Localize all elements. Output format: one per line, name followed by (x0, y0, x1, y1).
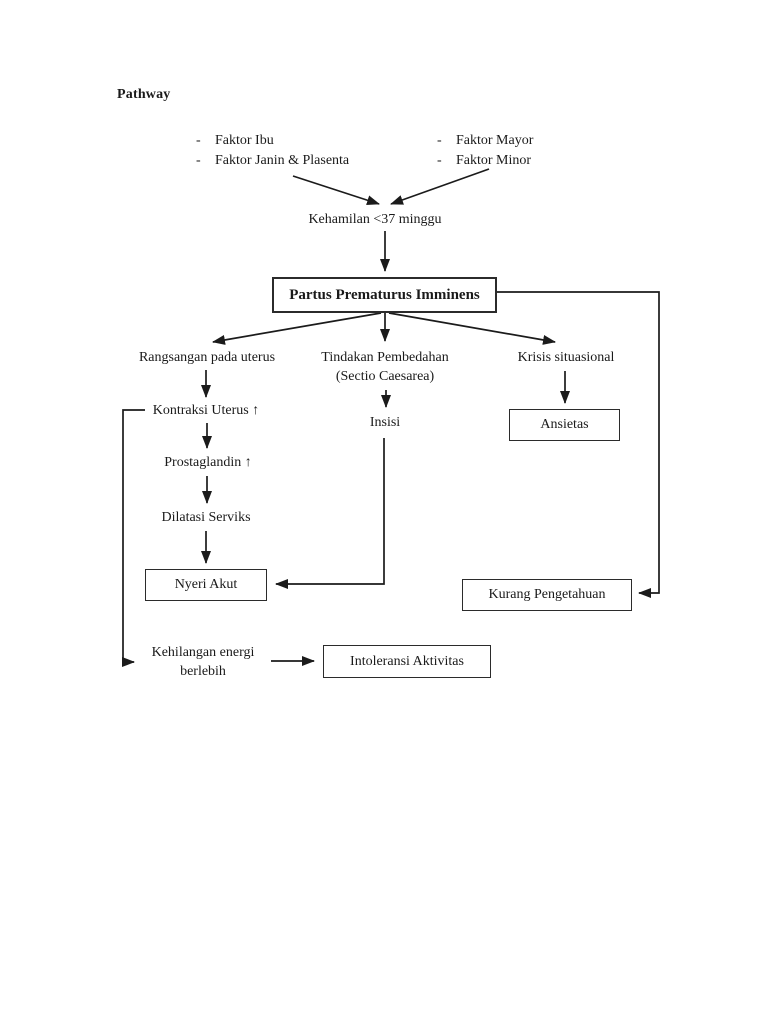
list-dash: - (196, 152, 201, 168)
node-dilatasi-serviks: Dilatasi Serviks (161, 510, 251, 525)
factor-item: - Faktor Mayor (437, 131, 533, 151)
list-dash: - (437, 133, 442, 148)
factor-item: - Faktor Janin & Plasenta (196, 151, 349, 171)
box-partus-prematurus-imminens: Partus Prematurus Imminens (272, 277, 497, 313)
pathway-title: Pathway (117, 87, 171, 102)
node-kehamilan: Kehamilan <37 minggu (308, 212, 442, 227)
factor-item-label: Faktor Minor (456, 152, 532, 168)
list-dash: - (437, 152, 442, 168)
box-kurang-pengetahuan: Kurang Pengetahuan (462, 579, 632, 611)
factor-item-label: Faktor Ibu (215, 133, 274, 148)
arrow-factors-right-to-kehamilan (390, 168, 490, 205)
node-kehilangan-line1: Kehilangan energi (151, 645, 255, 660)
factor-list-maternal: - Faktor Ibu - Faktor Janin & Plasenta (196, 131, 349, 170)
node-kehilangan-line2: berlebih (180, 664, 226, 679)
factor-item-label: Faktor Janin & Plasenta (215, 152, 350, 168)
factor-item-label: Faktor Mayor (456, 133, 534, 148)
factor-item: - Faktor Ibu (196, 131, 349, 151)
arrow-factors-left-to-kehamilan (292, 175, 380, 206)
node-tindakan-line1: Tindakan Pembedahan (321, 350, 449, 365)
node-rangsangan-pada-uterus: Rangsangan pada uterus (138, 350, 276, 365)
arrow-partus-to-kurang-pengetahuan (497, 291, 660, 598)
box-nyeri-akut: Nyeri Akut (145, 569, 267, 601)
arrow-partus-to-krisis (388, 312, 556, 345)
list-dash: - (196, 133, 201, 148)
arrow-kontraksi-to-kehilangan-energi (122, 409, 145, 667)
node-tindakan-pembedahan: Tindakan Pembedahan (Sectio Caesarea) (285, 348, 485, 386)
factor-list-risk: - Faktor Mayor - Faktor Minor (437, 131, 533, 170)
box-ansietas: Ansietas (509, 409, 620, 441)
node-tindakan-line2: (Sectio Caesarea) (335, 369, 435, 384)
node-krisis-situasional: Krisis situasional (517, 350, 615, 365)
node-kehilangan-energi: Kehilangan energi berlebih (118, 643, 288, 681)
node-kontraksi-uterus: Kontraksi Uterus ↑ (152, 403, 260, 418)
node-insisi: Insisi (369, 415, 401, 430)
factor-item: - Faktor Minor (437, 151, 533, 171)
node-prostaglandin: Prostaglandin ↑ (164, 455, 252, 470)
arrow-partus-to-rangsangan (212, 312, 382, 345)
box-intoleransi-aktivitas: Intoleransi Aktivitas (323, 645, 491, 678)
